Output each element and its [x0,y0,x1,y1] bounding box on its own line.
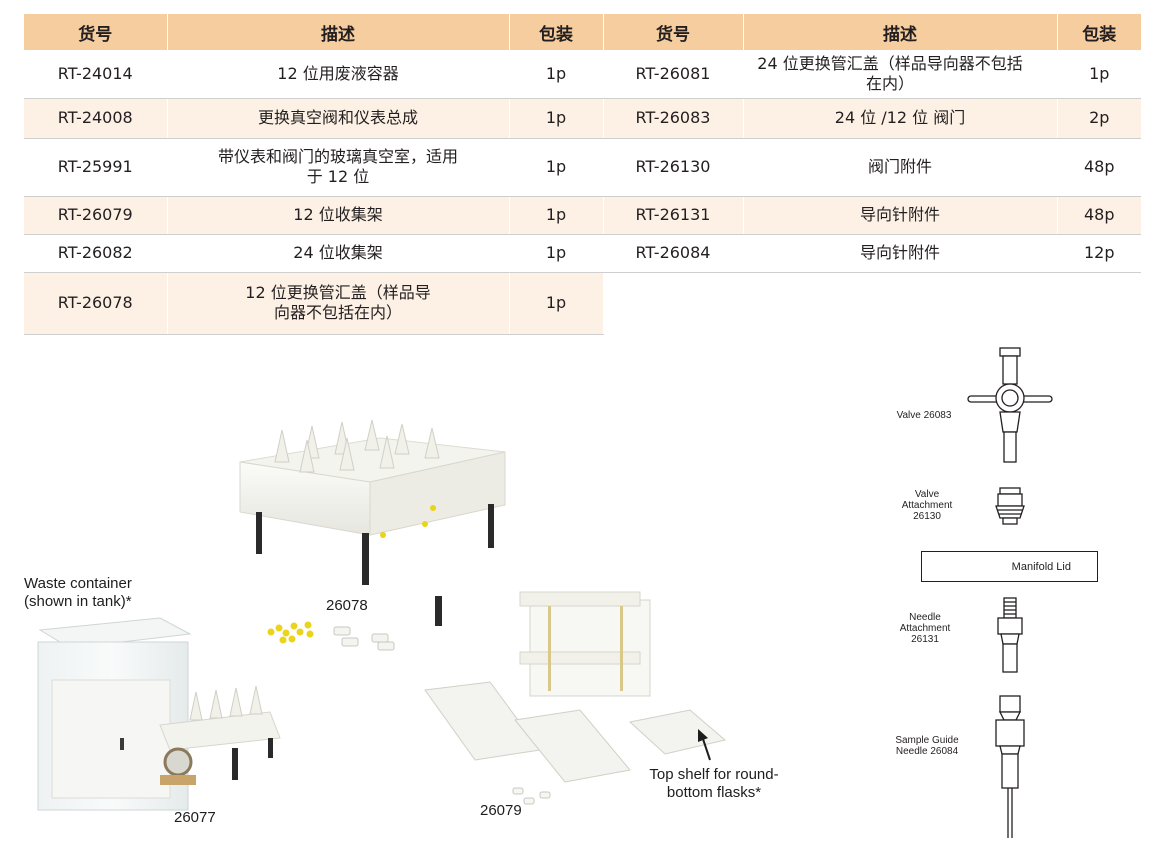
valve-attachment-icon [995,487,1025,525]
package-cell: 1p [509,138,604,197]
part-number-cell: RT-24014 [24,50,168,99]
header-description: 描述 [167,14,510,50]
waste-container-caption: Waste container (shown in tank)* [24,575,132,610]
needle-attachment-icon [997,597,1023,673]
table-row: RT-25991 带仪表和阀门的玻璃真空室，适用于 12 位 1p RT-261… [24,138,1141,197]
package-cell: 1p [509,272,604,335]
part-number-cell: RT-26084 [603,234,744,273]
valve-attachment-label: Valve Attachment 26130 [901,489,953,522]
header-package: 包装 [509,14,604,50]
part-number-cell: RT-24008 [24,98,168,139]
description-cell: 24 位收集架 [167,234,510,273]
waste-container-image [37,617,281,811]
rack-26078-image [239,420,506,626]
empty-cell [743,272,1058,334]
sample-guide-needle-icon [995,695,1025,838]
table-header-row: 货号 描述 包装 货号 描述 包装 [24,14,1141,50]
label-26079: 26079 [480,802,522,819]
part-number-cell: RT-26078 [24,272,168,335]
parts-table: 货号 描述 包装 货号 描述 包装 RT-24014 12 位用废液容器 1p … [24,14,1141,335]
small-parts-image [267,621,395,651]
description-cell: 带仪表和阀门的玻璃真空室，适用于 12 位 [167,138,510,197]
part-number-cell: RT-26083 [603,98,744,139]
manifold-lid-box: Manifold Lid [921,551,1098,582]
manifold-lid-label: Manifold Lid [1011,560,1071,573]
empty-cell [1057,272,1141,334]
description-cell: 12 位更换管汇盖（样品导向器不包括在内） [167,272,510,335]
package-cell: 2p [1057,98,1141,139]
table-row: RT-24014 12 位用废液容器 1p RT-26081 24 位更换管汇盖… [24,50,1141,99]
part-number-cell: RT-26081 [603,50,744,99]
label-26078: 26078 [326,597,368,614]
needle-attachment-label: Needle Attachment 26131 [899,612,951,645]
parts-diagram [967,347,1053,838]
label-26077: 26077 [174,809,216,826]
header-package: 包装 [1057,14,1141,50]
description-text: 24 位更换管汇盖（样品导向器不包括在内） [757,53,1023,93]
package-cell: 1p [509,196,604,235]
package-cell: 1p [509,234,604,273]
valve-icon [967,347,1053,463]
empty-cell [603,272,744,334]
package-cell: 1p [1057,50,1141,99]
description-text: 带仪表和阀门的玻璃真空室，适用于 12 位 [217,147,458,186]
description-cell: 12 位收集架 [167,196,510,235]
valve-label: Valve 26083 [896,410,952,421]
header-description: 描述 [743,14,1058,50]
package-cell: 1p [509,50,604,99]
part-number-cell: RT-26130 [603,138,744,197]
rack-26079-image [424,591,727,805]
package-cell: 1p [509,98,604,139]
part-number-cell: RT-26082 [24,234,168,273]
product-photo [37,420,727,811]
description-cell: 导向针附件 [743,196,1058,235]
header-part-number: 货号 [24,14,168,50]
part-number-cell: RT-26131 [603,196,744,235]
table-row: RT-24008 更换真空阀和仪表总成 1p RT-26083 24 位 /12… [24,98,1141,139]
description-cell: 阀门附件 [743,138,1058,197]
arrow-icon [698,729,711,761]
table-row: RT-26079 12 位收集架 1p RT-26131 导向针附件 48p [24,196,1141,235]
description-cell: 12 位用废液容器 [167,50,510,99]
description-text: 12 位更换管汇盖（样品导向器不包括在内） [245,283,431,322]
table-row: RT-26078 12 位更换管汇盖（样品导向器不包括在内） 1p [24,272,1141,335]
package-cell: 48p [1057,138,1141,197]
description-cell: 更换真空阀和仪表总成 [167,98,510,139]
package-cell: 48p [1057,196,1141,235]
part-number-cell: RT-26079 [24,196,168,235]
description-cell: 24 位 /12 位 阀门 [743,98,1058,139]
package-cell: 12p [1057,234,1141,273]
part-number-cell: RT-25991 [24,138,168,197]
description-cell: 24 位更换管汇盖（样品导向器不包括在内） [743,50,1058,99]
header-part-number: 货号 [603,14,744,50]
top-shelf-caption: Top shelf for round-bottom flasks* [649,766,779,801]
table-row: RT-26082 24 位收集架 1p RT-26084 导向针附件 12p [24,234,1141,273]
sample-guide-label: Sample Guide Needle 26084 [895,735,959,757]
description-cell: 导向针附件 [743,234,1058,273]
